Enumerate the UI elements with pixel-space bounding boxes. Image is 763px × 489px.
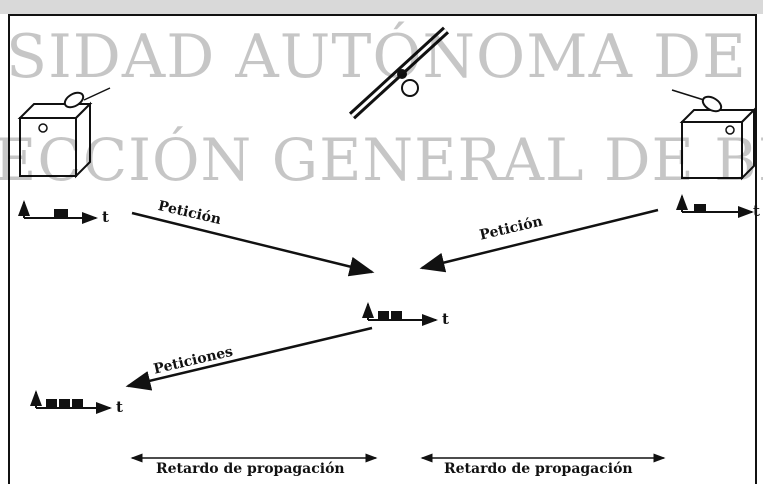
right-delay-label: Retardo de propagación (444, 461, 633, 477)
left-station-time-label: t (102, 208, 109, 226)
satellite-time-label: t (442, 310, 449, 328)
right-request-arrow (419, 208, 659, 273)
satellite-icon (348, 26, 450, 120)
diagram-frame (8, 14, 757, 484)
right-station-timeline (676, 194, 754, 218)
left-station-timeline (18, 200, 98, 224)
return-requests-arrow (125, 326, 373, 391)
watermark-line-1: SIDAD AUTÓNOMA DE NUE (6, 22, 763, 92)
left-request-arrow (131, 211, 375, 277)
ground-station-icon (17, 87, 111, 179)
watermark-line-2: ECCIÓN GENERAL DE BIBLIOT (0, 126, 763, 194)
top-bar (0, 0, 763, 14)
right-station-time-label: t (753, 202, 760, 220)
ground-result-timeline (30, 390, 112, 414)
ground-result-time-label: t (116, 398, 123, 416)
left-delay-label: Retardo de propagación (156, 461, 345, 477)
ground-station-icon (671, 89, 757, 181)
satellite-timeline (362, 302, 438, 326)
